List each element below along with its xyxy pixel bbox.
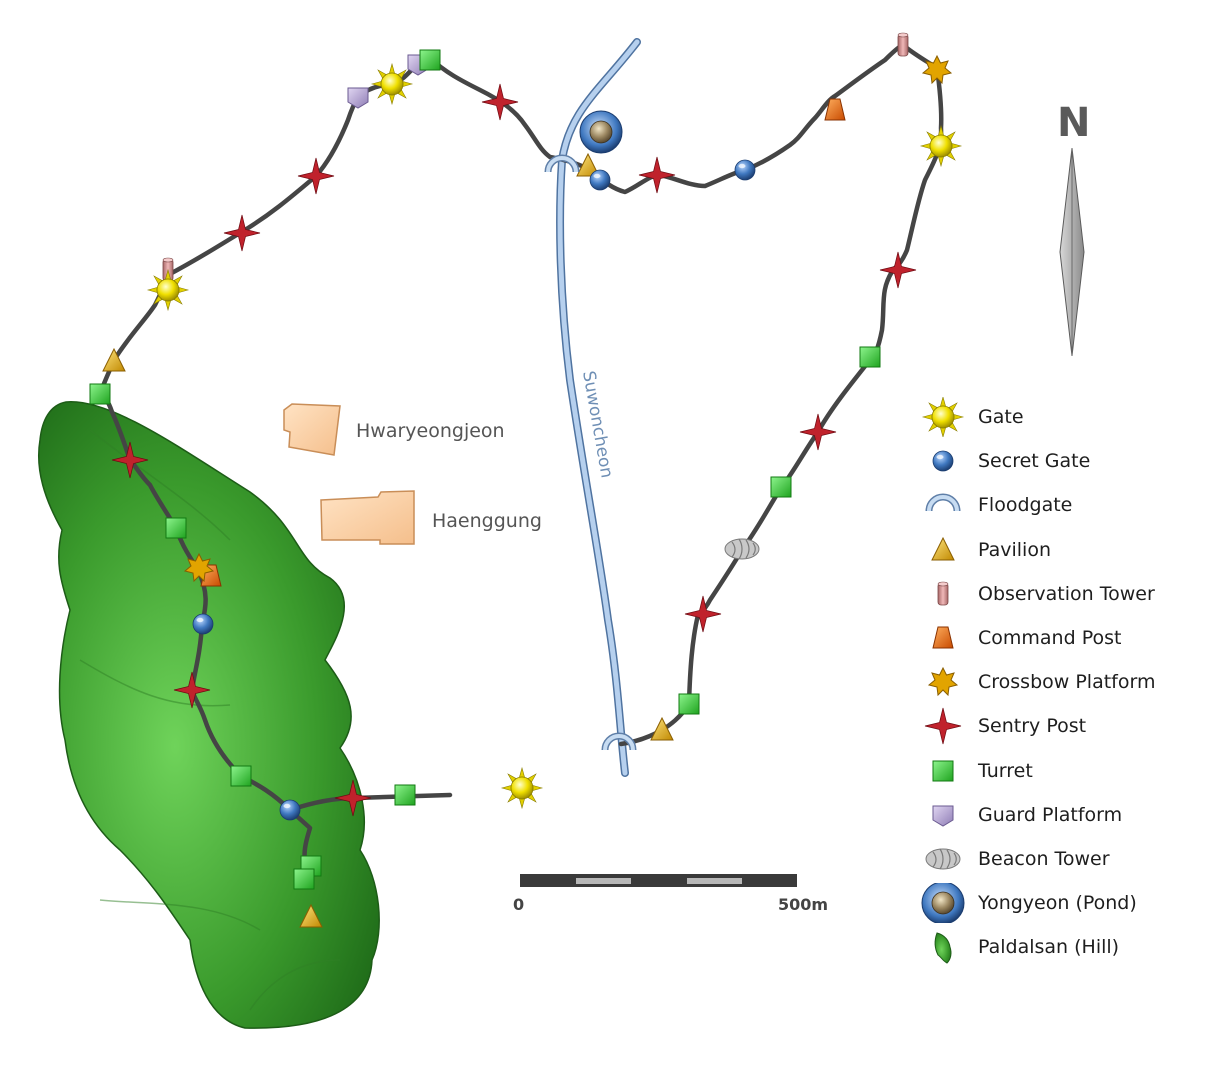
turret-marker[interactable] [230,765,252,787]
turret-marker[interactable] [678,693,700,715]
turret-marker[interactable] [419,49,441,71]
paldalsan-hill-icon [934,932,952,964]
legend-item-pavilion: Pavilion [918,528,1208,572]
legend-label: Pavilion [978,538,1051,561]
legend-label: Floodgate [978,494,1073,517]
gate-icon [922,397,964,438]
legend-item-crossbow-platform: Crossbow Platform [918,660,1208,704]
legend-label: Sentry Post [978,715,1087,738]
legend-item-turret: Turret [918,749,1208,793]
sentry-post-marker[interactable] [684,595,722,633]
guard-platform-icon [932,805,954,827]
gate-marker[interactable] [147,269,189,311]
yongyeon-pond-marker[interactable] [579,110,623,154]
pavilion-icon [931,537,955,561]
legend-item-beacon-tower: Beacon Tower [918,837,1208,881]
north-label: N [1057,100,1090,146]
legend-item-floodgate: Floodgate [918,483,1208,527]
legend-item-sentry-post: Sentry Post [918,704,1208,748]
legend-label: Command Post [978,627,1122,650]
turret-marker[interactable] [770,476,792,498]
sentry-post-marker[interactable] [799,413,837,451]
secret-gate-marker[interactable] [734,159,756,181]
secret-gate-marker[interactable] [192,613,214,635]
legend-label: Beacon Tower [978,847,1110,870]
beacon-tower-icon [925,848,961,870]
scale-bar: 0 500m [513,874,828,914]
gate-marker[interactable] [920,125,962,167]
observation-tower-icon [937,581,949,606]
scale-start-label: 0 [513,895,524,914]
floodgate-icon [918,485,968,525]
observation-tower-marker[interactable] [897,32,909,57]
hill-contours [79,429,341,1011]
turret-marker[interactable] [394,784,416,806]
legend-label: Crossbow Platform [978,671,1156,694]
legend-item-observation-tower: Observation Tower [918,572,1208,616]
pavilion-marker[interactable] [650,717,674,741]
beacon-tower-marker[interactable] [724,538,760,560]
sentry-post-marker[interactable] [638,156,676,194]
suwoncheon-stream-fill [557,39,640,776]
legend-item-gate: Gate [918,395,1208,439]
legend-label: Observation Tower [978,582,1155,605]
legend: Gate Secret Gate Floodgate Pavilion Obse… [918,395,1208,969]
legend-item-secret-gate: Secret Gate [918,439,1208,483]
gate-marker[interactable] [501,767,543,809]
turret-icon [932,760,954,782]
turret-marker[interactable] [89,383,111,405]
legend-label: Secret Gate [978,450,1091,473]
legend-label: Turret [978,759,1033,782]
secret-gate-marker[interactable] [589,169,611,191]
scale-end-label: 500m [778,895,828,914]
hwaryeongjeon-label: Hwaryeongjeon [356,420,505,442]
haenggung-building [320,490,415,545]
north-arrow: N [1057,100,1090,357]
legend-label: Yongyeon (Pond) [978,892,1137,915]
legend-item-paldalsan-hill: Paldalsan (Hill) [918,925,1208,969]
hwaryeongjeon-building [283,403,341,456]
secret-gate-icon [932,450,954,472]
yongyeon-pond-icon [921,883,965,924]
gate-marker[interactable] [371,63,413,105]
sentry-post-marker[interactable] [223,214,261,252]
legend-item-yongyeon-pond: Yongyeon (Pond) [918,881,1208,925]
haenggung-label: Haenggung [432,510,542,532]
legend-item-guard-platform: Guard Platform [918,793,1208,837]
turret-marker[interactable] [293,868,315,890]
legend-item-command-post: Command Post [918,616,1208,660]
legend-label: Guard Platform [978,803,1123,826]
secret-gate-marker[interactable] [279,799,301,821]
legend-label: Gate [978,406,1024,429]
paldalsan-hill [37,401,380,1029]
command-post-icon [932,626,954,649]
guard-platform-marker[interactable] [347,87,369,109]
turret-marker[interactable] [165,517,187,539]
turret-marker[interactable] [859,346,881,368]
crossbow-platform-icon [928,667,958,696]
sentry-post-marker[interactable] [481,83,519,121]
legend-label: Paldalsan (Hill) [978,936,1120,959]
sentry-post-icon [924,708,962,745]
